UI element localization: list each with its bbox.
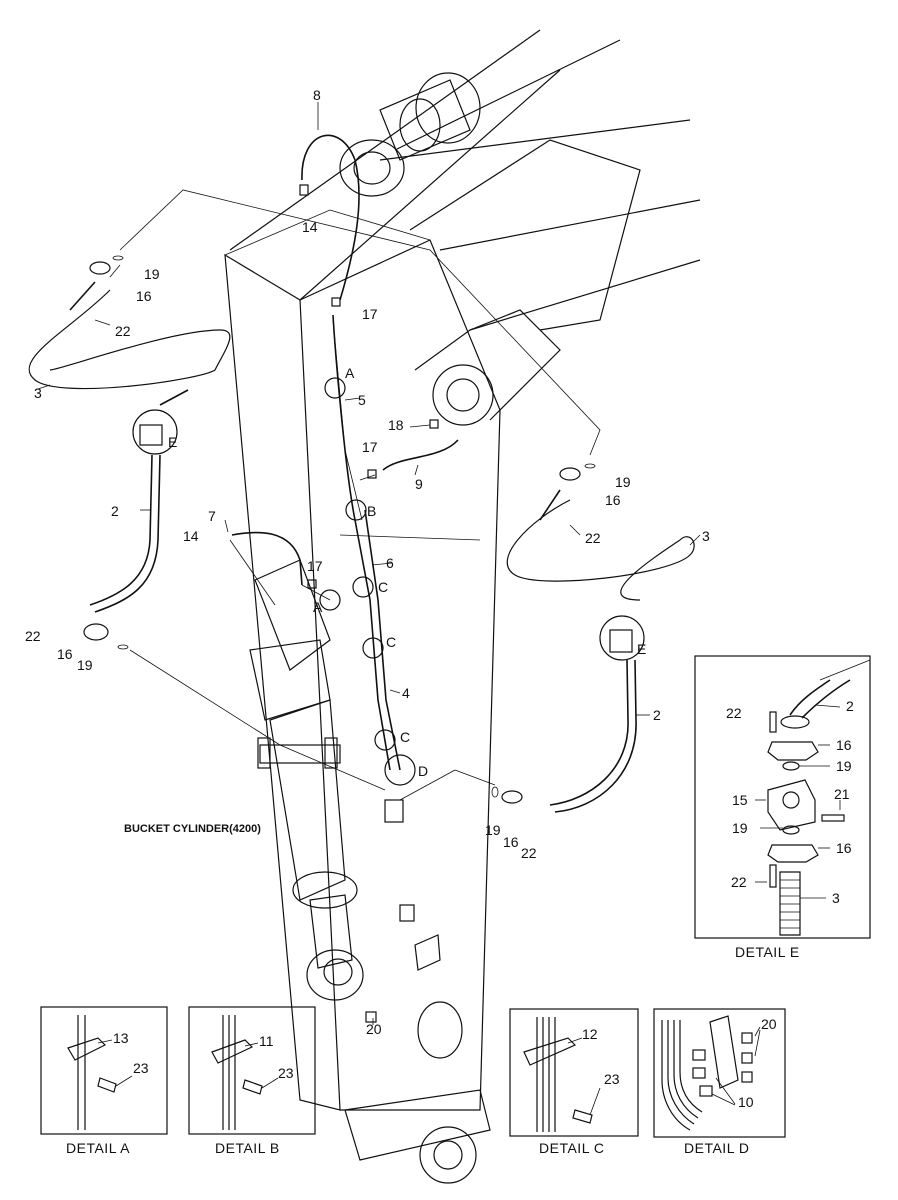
label-14-top: 14 <box>302 219 318 235</box>
part-labels: 8 14 19 16 22 3 17 A 5 18 17 9 E 2 B 7 1… <box>25 87 710 1037</box>
detail-e-panel: 2 22 16 19 15 21 19 16 22 3 DETAIL E <box>694 655 871 960</box>
label-ref-c-3: C <box>400 729 410 745</box>
detail-b-panel: 11 23 DETAIL B <box>188 1006 316 1156</box>
detail-d-label-20: 20 <box>761 1016 777 1032</box>
label-ref-a-low: A <box>313 599 323 615</box>
label-5: 5 <box>358 392 366 408</box>
label-ref-e-right: E <box>637 641 646 657</box>
detail-d-label-10: 10 <box>738 1094 754 1110</box>
detail-b-caption: DETAIL B <box>215 1140 280 1156</box>
bucket-cylinder-caption: BUCKET CYLINDER(4200) <box>124 823 261 835</box>
leader-lines <box>34 102 701 1025</box>
label-19-right-low: 19 <box>485 822 501 838</box>
label-2-right: 2 <box>653 707 661 723</box>
label-ref-c-1: C <box>378 579 388 595</box>
detail-d-caption: DETAIL D <box>684 1140 749 1156</box>
label-4: 4 <box>402 685 410 701</box>
detail-d-panel: 20 10 DETAIL D <box>653 1008 786 1156</box>
label-22-left: 22 <box>115 323 131 339</box>
label-ref-e-left: E <box>168 434 177 450</box>
label-2-left: 2 <box>111 503 119 519</box>
detail-e-label-15: 15 <box>732 792 748 808</box>
detail-a-caption: DETAIL A <box>66 1140 130 1156</box>
detail-e-label-3: 3 <box>832 890 840 906</box>
bucket-cylinder <box>249 559 364 1001</box>
detail-c-panel: 12 23 DETAIL C <box>509 1008 639 1156</box>
label-9: 9 <box>415 476 423 492</box>
label-ref-c-2: C <box>386 634 396 650</box>
detail-a-panel: 13 23 DETAIL A <box>40 1006 168 1156</box>
fittings <box>83 184 596 1023</box>
detail-a-label-23: 23 <box>133 1060 149 1076</box>
detail-b-label-23: 23 <box>278 1065 294 1081</box>
label-16-low-left: 16 <box>57 646 73 662</box>
label-22-right-top: 22 <box>585 530 601 546</box>
label-16-left: 16 <box>136 288 152 304</box>
detail-e-label-22-top: 22 <box>726 705 742 721</box>
detail-e-label-21: 21 <box>834 786 850 802</box>
label-ref-b: B <box>367 503 376 519</box>
hoses-and-pipes <box>28 134 695 813</box>
label-22-right-low: 22 <box>521 845 537 861</box>
label-16-right-top: 16 <box>605 492 621 508</box>
label-8: 8 <box>313 87 321 103</box>
label-19-low-left: 19 <box>77 657 93 673</box>
label-3-right: 3 <box>702 528 710 544</box>
label-19-right-top: 19 <box>615 474 631 490</box>
label-17-mid: 17 <box>362 439 378 455</box>
detail-e-label-22-low: 22 <box>731 874 747 890</box>
detail-b-label-11: 11 <box>259 1033 274 1049</box>
label-6: 6 <box>386 555 394 571</box>
detail-c-label-23: 23 <box>604 1071 620 1087</box>
detail-e-label-2: 2 <box>846 698 854 714</box>
label-14-mid: 14 <box>183 528 199 544</box>
label-17-top: 17 <box>362 306 378 322</box>
label-22-low-left: 22 <box>25 628 41 644</box>
label-18: 18 <box>388 417 404 433</box>
label-7: 7 <box>208 508 216 524</box>
label-19-left: 19 <box>144 266 160 282</box>
detail-a-label-13: 13 <box>113 1030 129 1046</box>
label-20-main: 20 <box>366 1021 382 1037</box>
label-17-low: 17 <box>307 558 323 574</box>
detail-e-caption: DETAIL E <box>735 944 800 960</box>
detail-c-caption: DETAIL C <box>539 1140 604 1156</box>
detail-markers <box>132 377 645 786</box>
detail-e-label-19-top: 19 <box>836 758 852 774</box>
detail-e-label-16-top: 16 <box>836 737 852 753</box>
detail-e-label-16-low: 16 <box>836 840 852 856</box>
label-ref-a-top: A <box>345 365 355 381</box>
detail-e-label-19-low: 19 <box>732 820 748 836</box>
label-ref-d: D <box>418 763 428 779</box>
label-16-right-low: 16 <box>503 834 519 850</box>
label-3-left: 3 <box>34 385 42 401</box>
arm-structure <box>224 29 701 1184</box>
detail-c-label-12: 12 <box>582 1026 598 1042</box>
